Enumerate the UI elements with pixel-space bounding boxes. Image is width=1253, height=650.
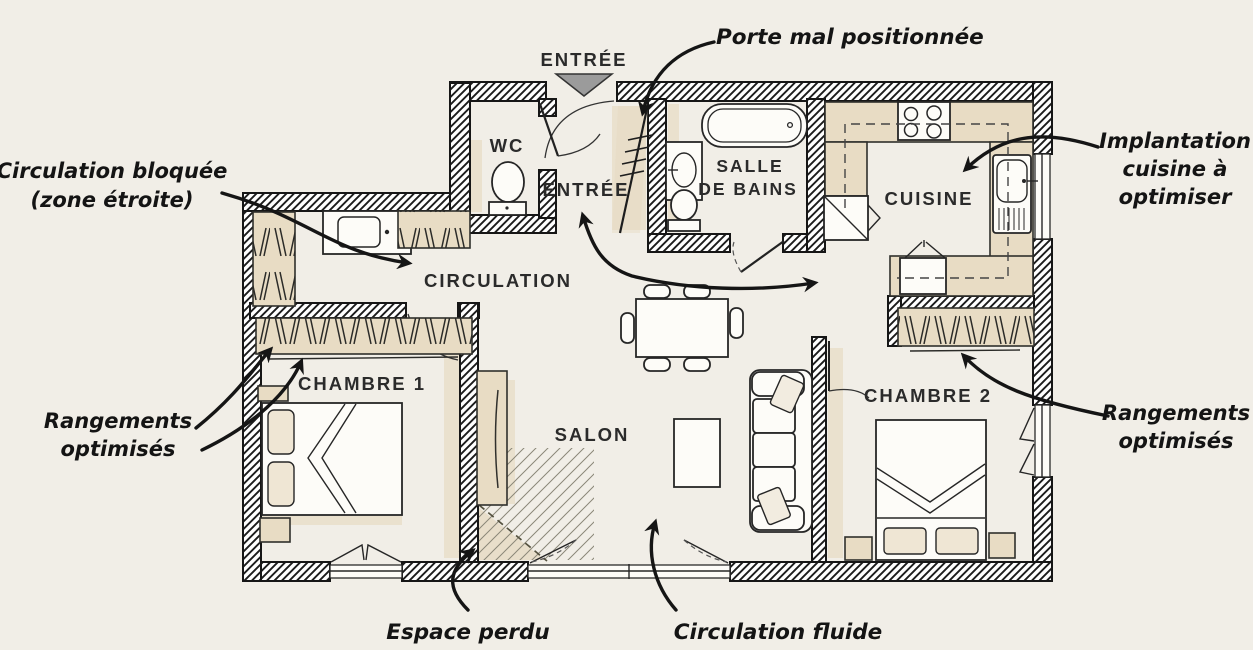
window-salon-icon [527, 539, 731, 579]
closets [252, 210, 1035, 360]
arrow-rangements-gauche-1 [194, 346, 274, 430]
nightstand-icon [259, 517, 291, 543]
window-chambre1-icon [329, 543, 403, 579]
nightstand-icon [844, 536, 873, 561]
bed-chambre1-icon [261, 402, 403, 516]
coffee-table-icon [673, 418, 721, 488]
chambre2-furniture [844, 419, 1016, 561]
bathroom-door-icon [732, 240, 785, 273]
nightstand-icon [988, 532, 1016, 559]
annotation-implantation-cuisine: optimiser [1119, 185, 1234, 209]
annotation-rangements-gauche: Rangements [44, 409, 192, 433]
room-label-cuisine: CUISINE [884, 188, 973, 209]
stove-icon [897, 101, 951, 141]
front-door-arc [544, 100, 615, 159]
kitchen [823, 101, 1038, 297]
kitchen-cabinet-door-icon [899, 240, 947, 295]
chambre1-furniture [257, 385, 403, 543]
arrow-rangements-droite [960, 352, 1110, 418]
arrow-circulation-fluide [644, 518, 678, 612]
room-label-entree: ENTRÉE [542, 179, 629, 200]
annotation-rangements-gauche: optimisés [60, 437, 175, 461]
annotation-rangements-droite: Rangements [1102, 401, 1250, 425]
kitchen-counter-outline [844, 123, 1009, 279]
arrow-rangements-gauche-2 [200, 357, 304, 452]
room-label-circulation: CIRCULATION [424, 270, 572, 291]
annotation-implantation-cuisine: Implantation [1099, 129, 1251, 153]
flow-arrow [578, 211, 819, 293]
bathroom-toilet-icon [667, 189, 701, 232]
arrow-implantation [962, 135, 1100, 173]
room-label-salle-de-bains: SALLE [716, 156, 783, 176]
arrows [194, 40, 1110, 612]
wc-door-icon [538, 103, 601, 157]
annotation-espace-perdu: Espace perdu [386, 620, 549, 645]
salon-furniture [476, 284, 813, 533]
annotation-porte: Porte mal positionnée [716, 25, 984, 50]
dining-table-icon [620, 284, 744, 372]
closet-circulation-right-icon [397, 210, 471, 249]
kitchen-sink-icon [992, 154, 1038, 234]
room-label-chambre2: CHAMBRE 2 [864, 385, 992, 406]
room-label-salon: SALON [555, 424, 630, 445]
window-cuisine-icon [1034, 153, 1051, 240]
badly-positioned-door-icon [612, 103, 653, 234]
bed-chambre2-icon [875, 419, 987, 561]
arrow-porte [637, 40, 716, 117]
window-chambre2-icon [1018, 404, 1051, 478]
room-label-chambre1: CHAMBRE 1 [298, 373, 426, 394]
arrow-circulation-bloquee [220, 191, 413, 270]
closet-chambre2-icon [897, 307, 1035, 352]
tall-cabinet-icon [476, 370, 508, 506]
annotation-circulation-bloquee: (zone étroite) [31, 188, 194, 212]
arrow-espace-perdu [451, 548, 476, 612]
annotation-rangements-droite: optimisés [1118, 429, 1233, 453]
annotation-implantation-cuisine: cuisine à [1123, 157, 1228, 181]
fridge-icon [823, 195, 881, 241]
room-label-salle-de-bains: DE BAINS [698, 179, 798, 199]
windows [329, 153, 1051, 579]
entrance-label: ENTRÉE [540, 49, 627, 70]
bathtub-icon [701, 103, 808, 148]
closet-chambre1-icon [255, 317, 473, 360]
entrance-marker-icon [553, 73, 615, 97]
kitchen-counter-left [824, 141, 868, 197]
annotation-circulation-bloquee: Circulation bloquée [0, 159, 227, 183]
annotation-circulation-fluide: Circulation fluide [674, 620, 882, 645]
room-label-wc: WC [490, 135, 525, 156]
closet-circulation-left-icon [252, 211, 296, 307]
sofa-icon [749, 369, 813, 533]
wc-toilet-icon [488, 161, 527, 216]
chambre2-door-icon [828, 341, 870, 399]
bathroom-fixtures [665, 103, 808, 232]
